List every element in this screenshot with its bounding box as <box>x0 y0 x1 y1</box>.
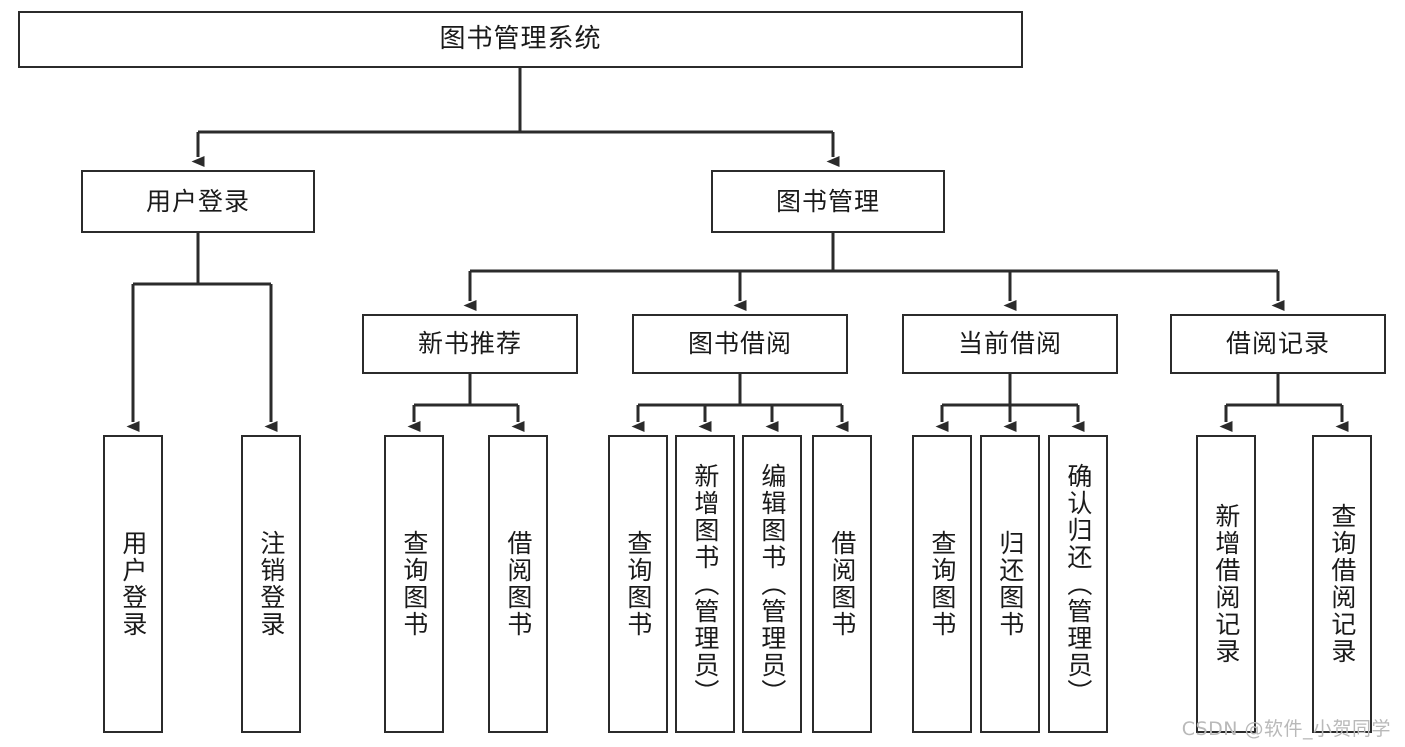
node-label: 用户登录 <box>145 186 250 216</box>
node-user-login[interactable]: 用户登录 <box>81 170 315 233</box>
node-label: 用户登录 <box>118 530 148 638</box>
node-label: 借阅图书 <box>827 530 857 638</box>
node-book-borrow[interactable]: 图书借阅 <box>632 314 848 374</box>
node-leaf-add-borrow-record[interactable]: 新增借阅记录 <box>1196 435 1256 733</box>
node-label: 图书管理 <box>775 186 880 216</box>
node-leaf-user-login[interactable]: 用户登录 <box>103 435 163 733</box>
node-leaf-query-book-1[interactable]: 查询图书 <box>384 435 444 733</box>
node-leaf-return-book[interactable]: 归还图书 <box>980 435 1040 733</box>
node-leaf-add-book[interactable]: 新增图书（管理员） <box>675 435 735 733</box>
node-label: 归还图书 <box>995 530 1025 638</box>
node-leaf-query-book-2[interactable]: 查询图书 <box>608 435 668 733</box>
node-label: 新增借阅记录 <box>1211 503 1241 665</box>
node-leaf-query-book-3[interactable]: 查询图书 <box>912 435 972 733</box>
node-leaf-borrow-book-1[interactable]: 借阅图书 <box>488 435 548 733</box>
node-label: 新增图书（管理员） <box>690 462 720 706</box>
node-label: 查询图书 <box>399 530 429 638</box>
node-current-borrow[interactable]: 当前借阅 <box>902 314 1118 374</box>
node-label: 借阅图书 <box>503 530 533 638</box>
node-leaf-logout[interactable]: 注销登录 <box>241 435 301 733</box>
node-label: 借阅记录 <box>1225 329 1330 359</box>
node-leaf-confirm-return[interactable]: 确认归还（管理员） <box>1048 435 1108 733</box>
node-label: 当前借阅 <box>957 329 1062 359</box>
node-borrow-record[interactable]: 借阅记录 <box>1170 314 1386 374</box>
node-new-book-recommend[interactable]: 新书推荐 <box>362 314 578 374</box>
node-label: 查询图书 <box>623 530 653 638</box>
node-leaf-borrow-book-2[interactable]: 借阅图书 <box>812 435 872 733</box>
node-leaf-edit-book[interactable]: 编辑图书（管理员） <box>742 435 802 733</box>
node-label: 图书管理系统 <box>439 24 602 55</box>
node-label: 查询借阅记录 <box>1327 503 1357 665</box>
node-root-system[interactable]: 图书管理系统 <box>18 11 1023 68</box>
watermark: CSDN @软件_小贺同学 <box>1181 718 1391 740</box>
node-label: 图书借阅 <box>687 329 792 359</box>
node-label: 注销登录 <box>256 530 286 638</box>
node-book-manage[interactable]: 图书管理 <box>711 170 945 233</box>
node-label: 新书推荐 <box>417 329 522 359</box>
node-label: 编辑图书（管理员） <box>757 462 787 706</box>
node-label: 查询图书 <box>927 530 957 638</box>
node-leaf-query-borrow-record[interactable]: 查询借阅记录 <box>1312 435 1372 733</box>
node-label: 确认归还（管理员） <box>1063 462 1093 706</box>
